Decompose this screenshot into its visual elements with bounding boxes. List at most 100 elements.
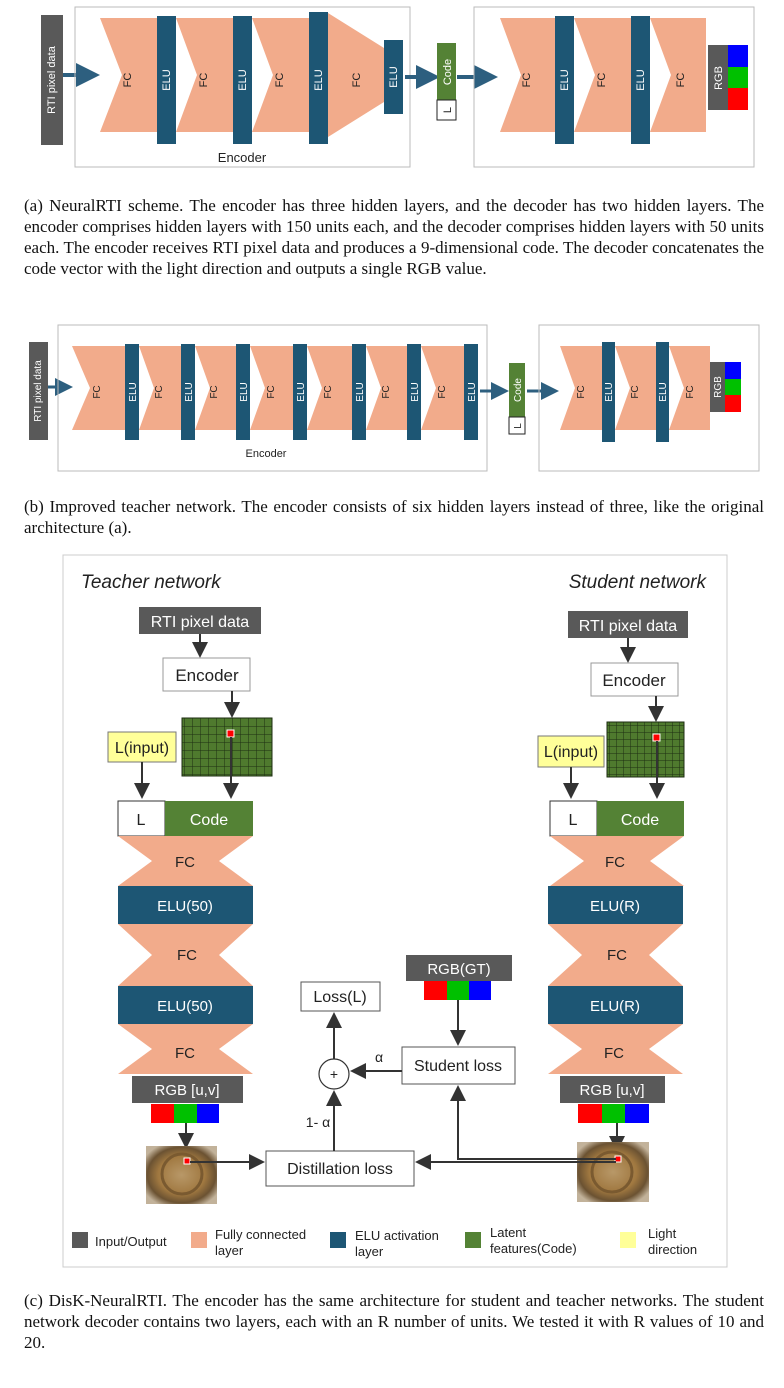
legend-fc-line1: Fully connected — [215, 1227, 306, 1242]
layer-label: FC — [351, 73, 363, 88]
student-loss-label: Student loss — [414, 1058, 502, 1075]
layer-label: FC — [437, 385, 448, 398]
layer-label: ELU — [388, 66, 400, 87]
one-minus-alpha-label: 1- α — [306, 1114, 330, 1130]
teacher-l-label: L — [137, 812, 146, 829]
layer-label: ELU — [559, 69, 571, 90]
rgb-green-swatch — [174, 1104, 197, 1123]
legend-fc-line2: layer — [215, 1243, 244, 1258]
flow-arrow — [450, 1085, 616, 1160]
teacher-latent-pick — [226, 729, 235, 738]
legend-elu-line1: ELU activation — [355, 1228, 439, 1243]
legend-elu-swatch — [330, 1232, 346, 1248]
sum-symbol: + — [330, 1066, 338, 1082]
student-fc2-label: FC — [607, 947, 627, 964]
input-label: RTI pixel data — [33, 360, 44, 422]
light-block — [508, 416, 526, 435]
teacher-elu2-label: ELU(50) — [157, 998, 213, 1015]
elu-layer — [236, 344, 250, 440]
legend-input-output: Input/Output — [95, 1234, 167, 1249]
layer-label: FC — [630, 385, 641, 398]
student-elu1-label: ELU(R) — [590, 898, 640, 915]
caption-b: (b) Improved teacher network. The encode… — [24, 497, 764, 537]
student-input-block — [568, 611, 688, 638]
elu-layer — [233, 16, 252, 144]
encoder-frame — [74, 6, 411, 168]
loss-box — [300, 981, 381, 1012]
encoder-layers — [72, 344, 478, 440]
elu-layer — [384, 40, 403, 114]
student-elu-layer — [548, 986, 683, 1024]
panel-a-diagram: RTI pixel data FC ELU FC ELU FC ELU FC E… — [41, 6, 755, 168]
decoder-frame — [473, 6, 755, 168]
layer-label: ELU — [355, 382, 366, 401]
student-output-image-detail — [590, 1150, 634, 1194]
layer-label: ELU — [658, 382, 669, 401]
teacher-fc-layer — [118, 836, 253, 886]
student-code-box — [597, 801, 684, 836]
student-latent-grid — [606, 721, 685, 778]
legend-latent-line1: Latent — [490, 1225, 527, 1240]
student-light-input — [537, 735, 605, 768]
elu-layer — [555, 16, 574, 144]
teacher-output-image-detail — [160, 1152, 204, 1196]
rgb-label: RGB — [713, 66, 725, 90]
rgb-green-swatch — [728, 67, 748, 88]
layer-label: FC — [274, 73, 286, 88]
teacher-encoder-box — [162, 657, 251, 692]
code-block — [437, 43, 456, 100]
light-block — [436, 99, 457, 121]
legend-latent-line2: features(Code) — [490, 1241, 577, 1256]
legend-light-swatch — [620, 1232, 636, 1248]
fc-layer — [328, 13, 384, 137]
rgb-blue-swatch — [728, 45, 748, 67]
panel-c-frame — [62, 554, 728, 1268]
layer-label: FC — [685, 385, 696, 398]
panel-c-diagram: Teacher network Student network RTI pixe… — [62, 554, 728, 1268]
rgb-blue-swatch — [469, 981, 491, 1000]
panel-b-diagram: RTI pixel data FC ELU FC ELU FC ELU FC E… — [29, 324, 760, 472]
fc-layer — [139, 346, 181, 430]
layer-label: ELU — [128, 382, 139, 401]
student-loss-box — [401, 1046, 516, 1085]
legend-latent-swatch — [465, 1232, 481, 1248]
rgb-green-swatch — [725, 379, 741, 395]
rgb-label: RGB — [713, 376, 724, 398]
teacher-rgb-block — [132, 1076, 243, 1103]
rgb-gt-block — [406, 955, 512, 981]
rgb-blue-swatch — [725, 362, 741, 379]
fc-layer — [560, 346, 602, 430]
fc-layer — [650, 18, 706, 132]
layer-label: ELU — [635, 69, 647, 90]
teacher-rgb-label: RGB [u,v] — [154, 1082, 219, 1099]
fc-layer — [307, 346, 352, 430]
elu-layer — [407, 344, 421, 440]
elu-layer — [125, 344, 139, 440]
fc-layer — [195, 346, 236, 430]
code-label: Code — [513, 378, 524, 402]
rgb-red-swatch — [151, 1104, 174, 1123]
elu-layer — [157, 16, 176, 144]
layer-label: ELU — [161, 69, 173, 90]
layer-label: FC — [266, 385, 277, 398]
student-fc-layer — [550, 836, 684, 886]
caption-a: (a) NeuralRTI scheme. The encoder has th… — [24, 196, 764, 278]
fc-layer — [615, 346, 656, 430]
elu-layer — [352, 344, 366, 440]
fc-layer — [421, 346, 464, 430]
teacher-fc-layer — [118, 1024, 253, 1074]
teacher-input-label: RTI pixel data — [151, 614, 250, 631]
distillation-loss-label: Distillation loss — [287, 1161, 393, 1178]
student-fc3-label: FC — [604, 1045, 624, 1062]
rgb-red-swatch — [424, 981, 447, 1000]
layer-label: FC — [323, 385, 334, 398]
rgb-output-block — [710, 362, 725, 412]
caption-c: (c) DisK-NeuralRTI. The encoder has the … — [24, 1291, 764, 1352]
layer-label: ELU — [237, 69, 249, 90]
fc-layer — [366, 346, 407, 430]
elu-layer — [293, 344, 307, 440]
layer-label: ELU — [313, 69, 325, 90]
code-block — [509, 363, 525, 417]
layer-label: FC — [92, 385, 103, 398]
layer-label: ELU — [239, 382, 250, 401]
